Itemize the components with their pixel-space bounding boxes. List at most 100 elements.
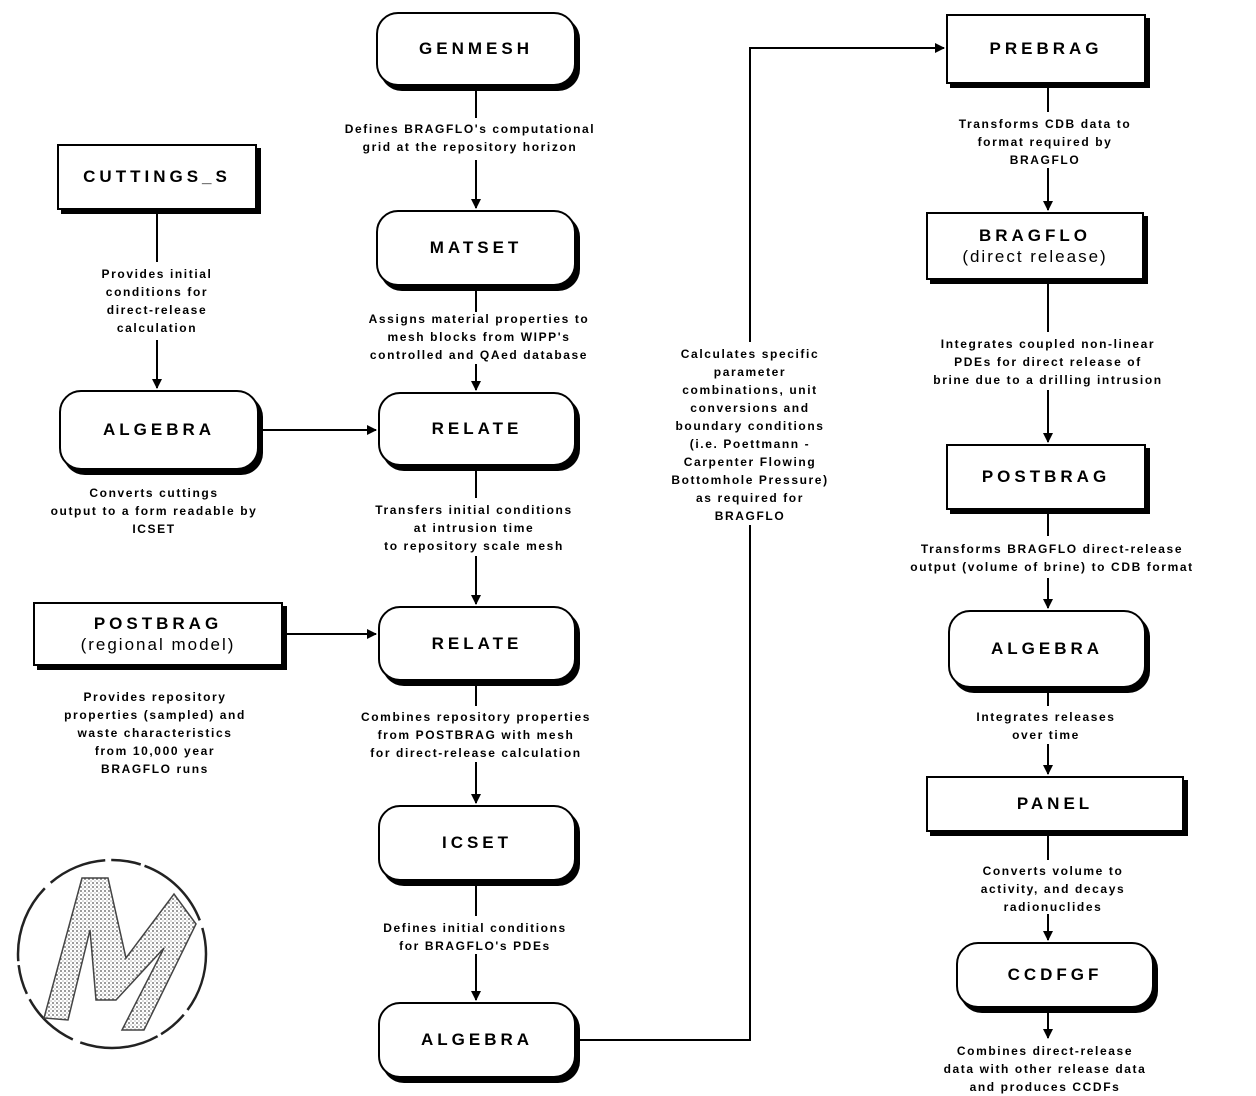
note-algebra-right: Integrates releases over time (976, 708, 1115, 744)
note-postbrag-right: Transforms BRAGFLO direct-release output… (910, 540, 1193, 576)
node-relate-2-label: RELATE (431, 633, 523, 653)
note-line: radionuclides (1003, 900, 1103, 914)
node-postbrag-right-label: POSTBRAG (981, 467, 1111, 487)
note-line: from POSTBRAG with mesh (377, 728, 575, 742)
note-line: conditions for (105, 285, 209, 299)
note-line: Defines initial conditions (383, 921, 567, 935)
note-line: grid at the repository horizon (362, 140, 578, 154)
arrow-algebra-prebrag-top (749, 43, 945, 342)
node-panel: PANEL (926, 776, 1184, 832)
note-line: Integrates releases (976, 710, 1116, 724)
node-postbrag-regional-sublabel: (regional model) (80, 635, 236, 654)
node-genmesh: GENMESH (376, 12, 576, 86)
note-line: Combines repository properties (360, 710, 592, 724)
note-line: for BRAGFLO's PDEs (399, 939, 551, 953)
node-prebrag: PREBRAG (946, 14, 1146, 84)
note-line: to repository scale mesh (384, 539, 564, 553)
note-line: data with other release data (943, 1062, 1147, 1076)
note-line: output (volume of brine) to CDB format (910, 560, 1194, 574)
note-bragflo: Integrates coupled non-linear PDEs for d… (933, 335, 1162, 389)
note-line: conversions and (690, 401, 810, 415)
note-line: BRAGFLO runs (101, 762, 209, 776)
note-line: from 10,000 year (94, 744, 216, 758)
node-algebra-left-label: ALGEBRA (102, 420, 216, 440)
note-line: BRAGFLO (714, 509, 786, 523)
note-line: brine due to a drilling intrusion (933, 373, 1163, 387)
node-cuttings-s: CUTTINGS_S (57, 144, 257, 210)
note-line: at intrusion time (413, 521, 535, 535)
note-icset: Defines initial conditions for BRAGFLO's… (383, 919, 567, 955)
note-line: Transfers initial conditions (375, 503, 573, 517)
note-line: Assigns material properties to (368, 312, 590, 326)
node-postbrag-right: POSTBRAG (946, 444, 1146, 510)
note-prebrag: Transforms CDB data to format required b… (959, 115, 1132, 169)
note-line: Carpenter Flowing (683, 455, 817, 469)
note-line: waste characteristics (77, 726, 233, 740)
node-bragflo-sublabel: (direct release) (962, 247, 1108, 266)
note-line: PDEs for direct release of (954, 355, 1142, 369)
note-line: and produces CCDFs (969, 1080, 1121, 1094)
note-line: ICSET (132, 522, 176, 536)
note-line: Converts cuttings (89, 486, 219, 500)
note-line: parameter (713, 365, 787, 379)
note-algebra-bottom: Calculates specific parameter combinatio… (669, 345, 831, 525)
note-line: properties (sampled) and (64, 708, 246, 722)
note-line: Calculates specific (680, 347, 820, 361)
note-postbrag-regional: Provides repository properties (sampled)… (64, 688, 246, 778)
note-line: boundary conditions (675, 419, 825, 433)
node-algebra-left: ALGEBRA (59, 390, 259, 470)
note-line: Transforms BRAGFLO direct-release (920, 542, 1184, 556)
node-genmesh-label: GENMESH (419, 39, 533, 59)
node-postbrag-regional: POSTBRAG (regional model) (33, 602, 283, 666)
note-algebra-left: Converts cuttings output to a form reada… (51, 484, 258, 538)
note-line: Defines BRAGFLO's computational (344, 122, 596, 136)
m-seal-logo-icon (16, 858, 208, 1050)
node-postbrag-regional-label: POSTBRAG (93, 613, 223, 633)
note-line: direct-release (106, 303, 208, 317)
note-line: BRAGFLO (1009, 153, 1081, 167)
node-prebrag-label: PREBRAG (989, 39, 1103, 59)
note-line: Combines direct-release (956, 1044, 1134, 1058)
node-matset: MATSET (376, 210, 576, 286)
note-line: Provides repository (83, 690, 227, 704)
note-line: (i.e. Poettmann - (689, 437, 811, 451)
node-panel-label: PANEL (1016, 794, 1094, 814)
note-panel: Converts volume to activity, and decays … (981, 862, 1126, 916)
node-matset-label: MATSET (429, 238, 523, 258)
note-line: Bottomhole Pressure) (671, 473, 829, 487)
node-bragflo: BRAGFLO (direct release) (926, 212, 1144, 280)
note-cuttings: Provides initial conditions for direct-r… (102, 265, 213, 337)
node-icset: ICSET (378, 805, 576, 881)
node-relate-2: RELATE (378, 606, 576, 681)
note-matset: Assigns material properties to mesh bloc… (369, 310, 590, 364)
note-line: activity, and decays (980, 882, 1126, 896)
node-cuttings-s-label: CUTTINGS_S (83, 167, 231, 187)
note-relate-2: Combines repository properties from POST… (361, 708, 591, 762)
note-line: calculation (116, 321, 198, 335)
note-line: Converts volume to (982, 864, 1124, 878)
note-line: Integrates coupled non-linear (940, 337, 1156, 351)
note-line: controlled and QAed database (369, 348, 589, 362)
note-line: format required by (977, 135, 1113, 149)
node-algebra-right-label: ALGEBRA (990, 639, 1104, 659)
node-relate-1-label: RELATE (431, 419, 523, 439)
note-line: as required for (695, 491, 805, 505)
node-ccdfgf: CCDFGF (956, 942, 1154, 1008)
node-algebra-right: ALGEBRA (948, 610, 1146, 688)
node-ccdfgf-label: CCDFGF (1007, 965, 1103, 985)
note-line: over time (1012, 728, 1080, 742)
note-line: Transforms CDB data to (958, 117, 1132, 131)
node-algebra-bottom: ALGEBRA (378, 1002, 576, 1078)
note-line: output to a form readable by (50, 504, 258, 518)
note-ccdfgf: Combines direct-release data with other … (944, 1042, 1147, 1096)
note-relate-1: Transfers initial conditions at intrusio… (375, 501, 573, 555)
note-genmesh: Defines BRAGFLO's computational grid at … (345, 120, 595, 156)
node-bragflo-label: BRAGFLO (978, 225, 1092, 245)
node-algebra-bottom-label: ALGEBRA (420, 1030, 534, 1050)
node-relate-1: RELATE (378, 392, 576, 466)
note-line: combinations, unit (682, 383, 818, 397)
note-line: Provides initial (101, 267, 213, 281)
node-icset-label: ICSET (441, 833, 513, 853)
note-line: for direct-release calculation (370, 746, 582, 760)
